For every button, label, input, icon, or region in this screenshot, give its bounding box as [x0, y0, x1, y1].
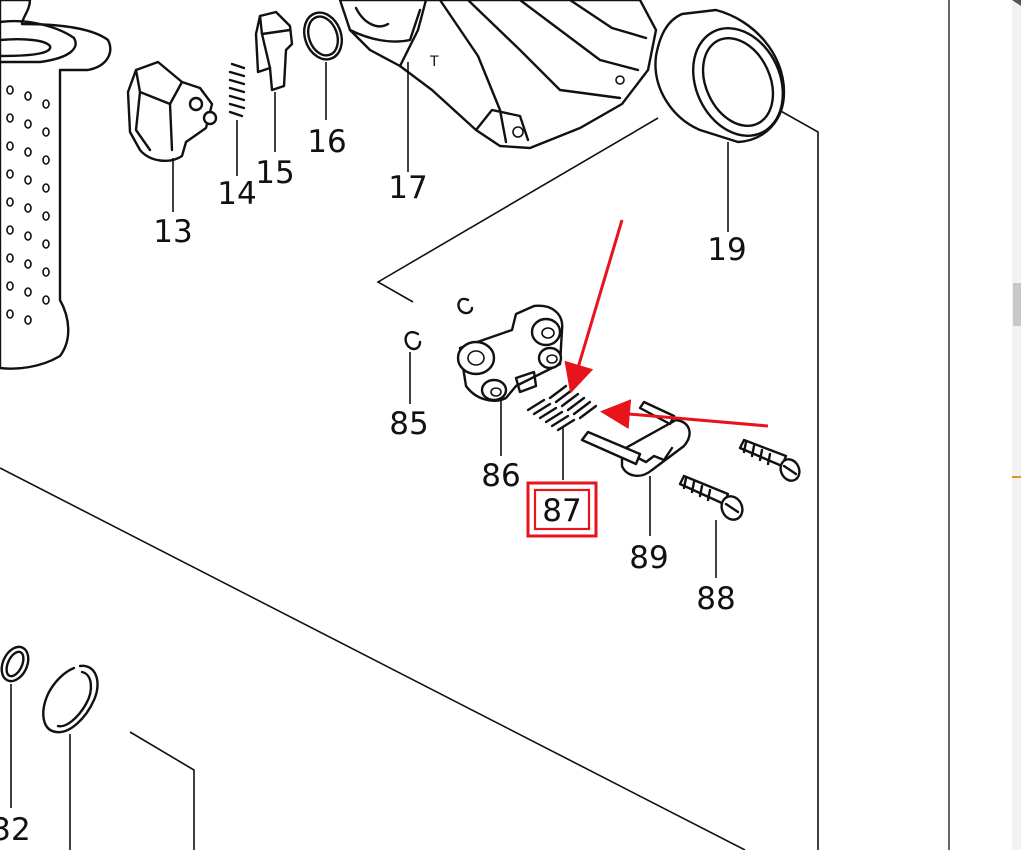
scrollbar-track[interactable] [1012, 0, 1021, 850]
part-16-o-ring [302, 11, 344, 120]
side-handle-grip [0, 0, 112, 370]
section-boundary-lines [0, 104, 819, 850]
part-13-switch-trigger [126, 60, 218, 212]
label-part-19: 19 [707, 232, 746, 268]
part-88-screws [678, 438, 801, 578]
label-part-87[interactable]: 87 [542, 493, 581, 529]
part-89-plate [580, 400, 691, 536]
part-87-highlight-box [526, 481, 598, 538]
svg-text:T: T [429, 54, 439, 70]
scrollbar-thumb[interactable] [1013, 283, 1021, 326]
label-part-89: 89 [629, 540, 668, 576]
label-part-13: 13 [153, 214, 192, 250]
label-part-17: 17 [388, 170, 427, 206]
label-part-32: 32 [0, 812, 31, 848]
snap-ring [42, 664, 99, 850]
part-14-spring [228, 62, 246, 176]
label-part-88: 88 [696, 581, 735, 617]
label-part-16: 16 [307, 124, 346, 160]
part-32-ring [0, 645, 30, 808]
part-85-retaining-clip [404, 297, 474, 404]
part-86-bracket [456, 304, 564, 456]
part-87-springs [526, 384, 598, 480]
scroll-up-icon[interactable] [1012, 0, 1021, 6]
label-part-15: 15 [255, 155, 294, 191]
part-17-gear-housing: T [338, 0, 658, 172]
label-part-14: 14 [217, 176, 256, 212]
part-19-bearing-sleeve [654, 8, 786, 232]
label-part-85: 85 [389, 406, 428, 442]
label-part-86: 86 [481, 458, 520, 494]
callout-arrows [564, 219, 769, 430]
part-15-lever [254, 10, 294, 152]
